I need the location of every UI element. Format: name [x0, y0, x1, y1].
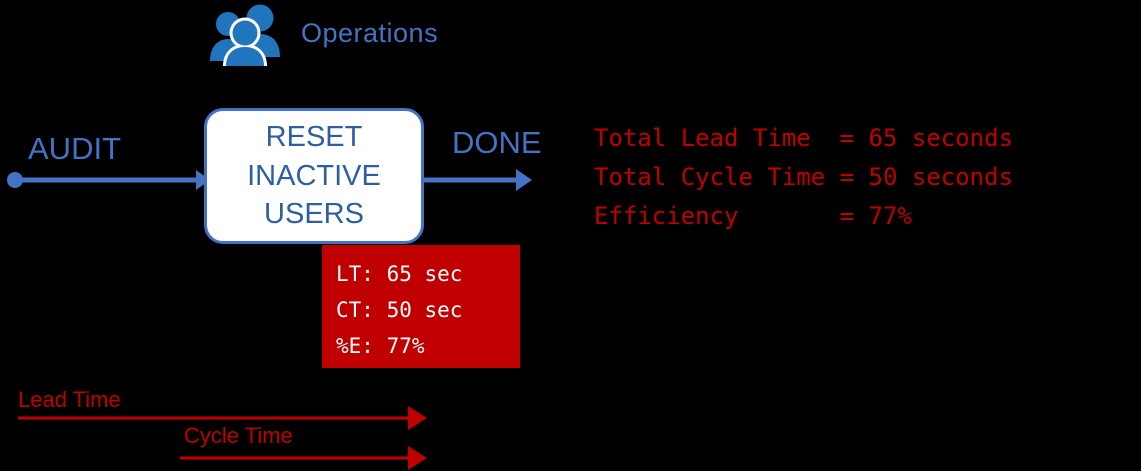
process-title-line-2: INACTIVE: [247, 159, 381, 192]
process-title-line-3: USERS: [264, 198, 364, 231]
output-flow-arrow: [424, 169, 532, 191]
input-flow-arrow: [7, 170, 210, 190]
swimlane-role-header: Operations: [205, 4, 438, 66]
cycle-time-label: Cycle Time: [184, 423, 293, 448]
process-title-line-1: RESET: [265, 121, 363, 154]
metric-cycle-time: CT: 50 sec: [336, 298, 463, 323]
swimlane-role-label: Operations: [301, 17, 439, 48]
people-group-icon: [210, 4, 280, 66]
process-step-box[interactable]: RESET INACTIVE USERS: [204, 108, 424, 244]
metric-efficiency: %E: 77%: [336, 334, 425, 359]
summary-efficiency: Efficiency = 77%: [594, 201, 912, 230]
summary-total-lead-time: Total Lead Time = 65 seconds: [594, 124, 1014, 152]
summary-total-cycle-time: Total Cycle Time = 50 seconds: [594, 162, 1014, 191]
output-flow-label: DONE: [452, 125, 542, 160]
input-flow-label: AUDIT: [28, 131, 121, 166]
lead-time-label: Lead Time: [18, 387, 121, 412]
metric-lead-time: LT: 65 sec: [336, 262, 463, 286]
cycle-time-arrow: [180, 446, 427, 470]
